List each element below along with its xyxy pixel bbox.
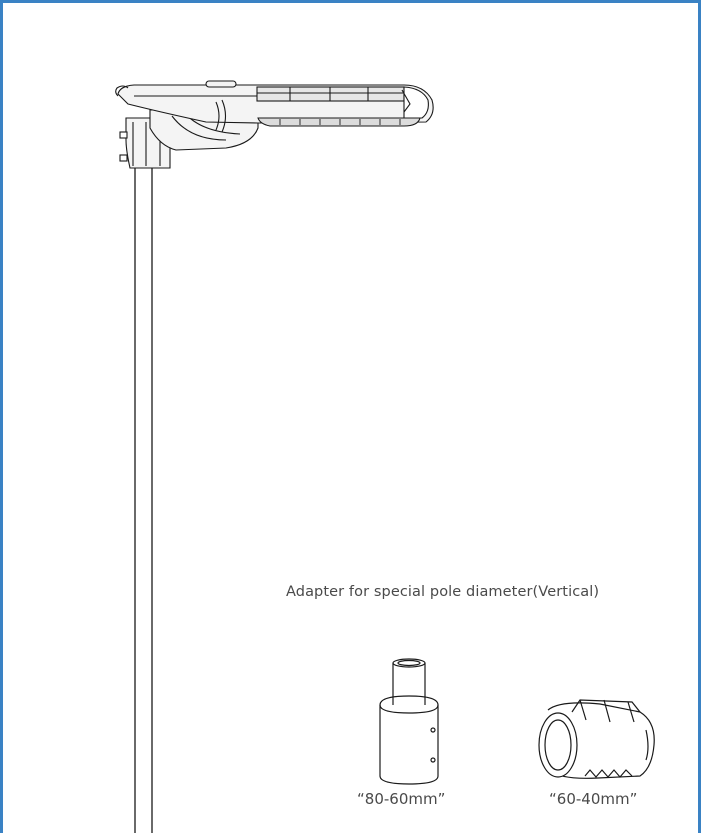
adapter-section-title: Adapter for special pole diameter(Vertic… bbox=[286, 584, 600, 600]
adapter-80-60mm-label: “80-60mm” bbox=[357, 790, 446, 808]
pole bbox=[134, 168, 153, 833]
adapter-60-40mm-label: “60-40mm” bbox=[549, 790, 638, 808]
pole-reducer-adapter-icon bbox=[379, 658, 439, 785]
pole-sleeve-clamp-icon bbox=[538, 699, 655, 779]
street-light-fixture bbox=[115, 80, 434, 169]
